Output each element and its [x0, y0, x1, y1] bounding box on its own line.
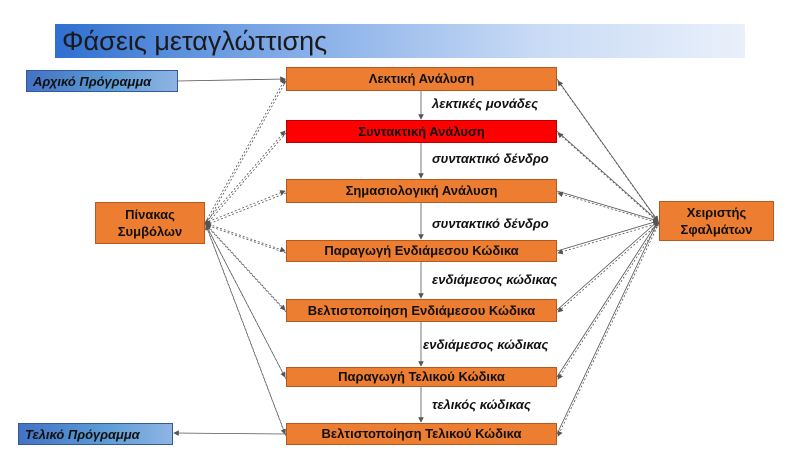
error-handler-link — [556, 220, 659, 435]
error-handler-link — [557, 132, 660, 224]
input-program-box: Αρχικό Πρόγραμμα — [26, 70, 178, 92]
edge-label-intermediate-code-1: ενδιάμεσος κώδικας — [432, 272, 558, 287]
edge-label-lexical-units: λεκτικές μονάδες — [432, 96, 538, 111]
symbol-table-link — [204, 222, 286, 435]
phase-box-semantic: Σημασιολογική Ανάλυση — [286, 179, 557, 203]
error-handler-link — [557, 222, 660, 255]
symbol-table-link — [204, 130, 286, 224]
symbol-table-link — [205, 132, 287, 226]
phase-box-syntax: Συντακτική Ανάλυση — [286, 120, 557, 143]
input-arrow — [177, 76, 286, 82]
symbol-table-link — [205, 192, 287, 226]
phase-box-target-optimization: Βελτιστοποίηση Τελικού Κώδικα — [286, 423, 557, 445]
page-title: Φάσεις μεταγλώττισης — [62, 26, 328, 56]
edge-label-intermediate-code-2: ενδιάμεσος κώδικας — [423, 337, 549, 352]
edge-label-syntax-tree-1: συντακτικό δένδρο — [432, 151, 549, 166]
error-handler-link — [556, 190, 659, 223]
edge-label-target-code: τελικός κώδικας — [432, 397, 531, 412]
output-program-box: Τελικό Πρόγραμμα — [18, 423, 173, 445]
error-handler-link — [556, 130, 659, 222]
error-handler-link — [557, 191, 660, 224]
output-arrow — [173, 430, 287, 436]
error-handler-link — [556, 220, 659, 311]
error-handler-link — [557, 222, 660, 437]
error-handler-box: Χειριστής Σφαλμάτων — [659, 201, 774, 241]
error-handler-link — [557, 222, 660, 313]
error-handler-link — [556, 220, 659, 378]
phase-box-target-code: Παραγωγή Τελικού Κώδικα — [286, 367, 557, 387]
symbol-table-link — [204, 222, 286, 311]
error-handler-link — [557, 80, 660, 224]
phase-box-intermediate-code: Παραγωγή Ενδιάμεσου Κώδικα — [286, 240, 557, 262]
error-handler-link — [556, 219, 659, 252]
edge-label-syntax-tree-2: συντακτικό δένδρο — [432, 216, 549, 231]
symbol-table-link — [205, 80, 287, 226]
phase-box-intermediate-optimization: Βελτιστοποίηση Ενδιάμεσου Κώδικα — [286, 299, 557, 322]
title-bar — [55, 24, 745, 58]
phase-box-lexical: Λεκτική Ανάλυση — [286, 67, 557, 91]
symbol-table-link — [204, 190, 286, 224]
symbol-table-link — [205, 224, 287, 437]
symbol-table-box: Πίνακας Συμβόλων — [95, 202, 205, 244]
symbol-table-link — [205, 224, 287, 380]
symbol-table-link — [204, 78, 286, 224]
error-handler-link — [557, 222, 660, 380]
symbol-table-link — [204, 222, 286, 378]
symbol-table-link — [205, 224, 287, 313]
